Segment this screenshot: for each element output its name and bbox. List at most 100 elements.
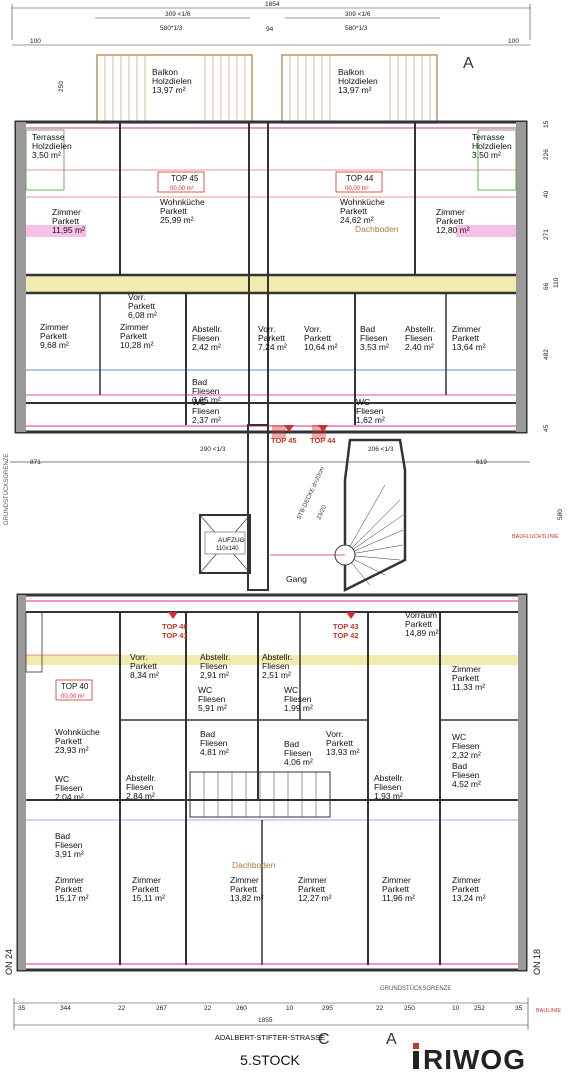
unit-label-top44: TOP 44 00,00 m² (335, 171, 383, 193)
dim-left-half: 309 <1/6 (165, 11, 191, 18)
section-mark-a-top: A (463, 55, 474, 72)
room-area: 1,62 m² (356, 415, 385, 425)
room-name: Terrasse (32, 132, 65, 142)
unit-label-top40: TOP 40 00,00 m² (55, 679, 93, 701)
room-floor: Fliesen (192, 386, 220, 396)
top-markers (168, 425, 356, 619)
room-area: 3,91 m² (55, 849, 84, 859)
room-floor: Holzdielen (152, 76, 192, 86)
marker-top42: TOP 42 (333, 631, 359, 640)
room-name: Wohnküche (340, 197, 385, 207)
room-name: Zimmer (230, 875, 259, 885)
dim-c45: 45 (543, 424, 550, 432)
room-name: Zimmer (452, 664, 481, 674)
room-area: 8,34 m² (130, 670, 159, 680)
room-area: 11,33 m² (452, 682, 485, 692)
top-dimension-chain (11, 4, 531, 46)
aufzug-label: AUFZUG (218, 537, 245, 544)
room-area: 12,80 m² (436, 225, 470, 235)
room-area: 2,42 m² (192, 342, 221, 352)
room-area: 3,50 m² (32, 150, 61, 160)
dachboden-top: Dachboden (355, 224, 399, 234)
room-area: 13,24 m² (452, 893, 486, 903)
grundstueck-left: GRUNDSTÜCKSGRENZE (3, 454, 10, 525)
room-name: Balkon (152, 67, 178, 77)
room-floor: Parkett (405, 619, 433, 629)
room-name: Balkon (338, 67, 364, 77)
aufzug-size: 110x140 (216, 546, 239, 552)
room-name: Zimmer (120, 322, 149, 332)
room-floor: Holzdielen (472, 141, 512, 151)
dim-c226: 226 (543, 149, 550, 160)
room-name: Abstellr. (126, 773, 156, 783)
dim-c15: 15 (543, 120, 550, 128)
room-name: Vorr. (304, 324, 321, 334)
dim-h250: 250 (58, 81, 65, 92)
room-area: 3,53 m² (360, 342, 389, 352)
room-name: Zimmer (452, 875, 481, 885)
room-area: 2,32 m² (452, 750, 481, 760)
room-floor: Fliesen (284, 748, 312, 758)
room-floor: Parkett (452, 884, 480, 894)
room-area: 2,51 m² (262, 670, 291, 680)
room-name: Zimmer (452, 324, 481, 334)
core-right-dim: 206 <1/3 (368, 446, 394, 453)
room-name: Wohnküche (55, 727, 100, 737)
room-floor: Parkett (340, 206, 368, 216)
dim-overall-top: 1854 (265, 1, 280, 8)
bdim-d35: 35 (18, 1005, 26, 1012)
room-area: 2,40 m² (405, 342, 434, 352)
room-floor: Fliesen (192, 333, 220, 343)
bdim-d252: 252 (474, 1005, 485, 1012)
room-area: 13,97 m² (338, 85, 372, 95)
room-name: Vorr. (128, 292, 145, 302)
room-name: Vorr. (258, 324, 275, 334)
room-area: 12,27 m² (298, 893, 332, 903)
bdim-d22a: 22 (118, 1005, 126, 1012)
unit-top45-area: 00,00 m² (170, 186, 194, 192)
room-name: Zimmer (382, 875, 411, 885)
marker-top44: TOP 44 (310, 436, 336, 445)
dim-c66: 66 (543, 282, 550, 290)
unit-top45: TOP 45 (171, 174, 199, 183)
room-name: WC (356, 397, 370, 407)
bdim-d10: 10 (286, 1005, 294, 1012)
room-area: 23,93 m² (55, 745, 89, 755)
room-floor: Parkett (326, 738, 354, 748)
dim-r100: 100 (508, 38, 519, 45)
room-area: 25,99 m² (160, 215, 194, 225)
room-floor: Parkett (230, 884, 258, 894)
bdim-d344: 344 (60, 1005, 71, 1012)
marker-top40: TOP 40 (162, 622, 188, 631)
room-area: 2,37 m² (192, 415, 221, 425)
room-area: 3,85 m² (192, 395, 221, 405)
room-area: 9,68 m² (40, 340, 69, 350)
room-area: 2,91 m² (200, 670, 229, 680)
room-floor: Parkett (130, 661, 158, 671)
dim-m94: 94 (266, 26, 274, 33)
room-area: 3,50 m² (472, 150, 501, 160)
gang-label: Gang (286, 574, 307, 584)
room-floor: Holzdielen (32, 141, 72, 151)
room-name: Zimmer (52, 207, 81, 217)
room-name: Zimmer (436, 207, 465, 217)
room-floor: Parkett (40, 331, 68, 341)
bdim-d35b: 35 (515, 1005, 523, 1012)
unit-label-top45: TOP 45 00,00 m² (157, 171, 205, 193)
room-floor: Fliesen (192, 406, 220, 416)
marker-top45: TOP 45 (271, 436, 297, 445)
